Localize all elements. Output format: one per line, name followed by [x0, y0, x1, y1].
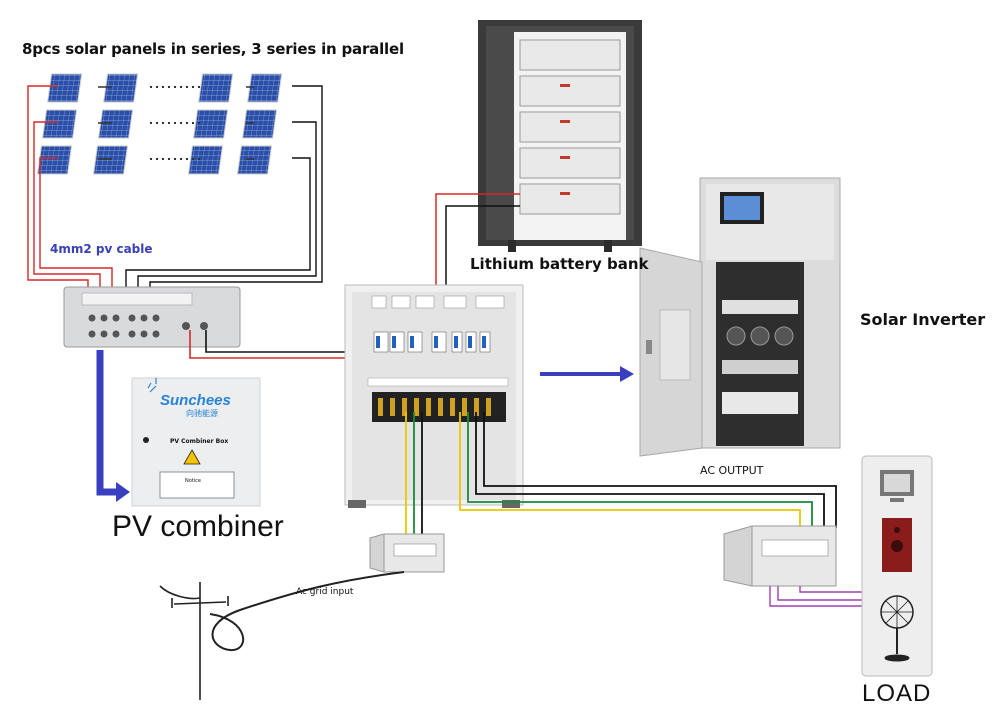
ac-distribution-box: [723, 525, 837, 587]
battery-bank-label: Lithium battery bank: [470, 255, 649, 273]
solar-panel-icon: [242, 109, 278, 139]
battery-module-icon: [519, 75, 621, 107]
pv-combiner-label: PV combiner: [112, 510, 284, 543]
ac-grid-input-label: Ac grid input: [296, 587, 354, 597]
solar-panel-icon: [92, 145, 129, 175]
fan-icon: [774, 326, 794, 346]
warning-icon: [183, 449, 201, 465]
load-panel: [861, 455, 933, 677]
solar-inverter: [639, 177, 841, 457]
pv-cable-label: 4mm2 pv cable: [50, 242, 153, 256]
ac-output-label: AC OUTPUT: [700, 464, 764, 477]
combiner-box-title: PV Combiner Box: [170, 438, 229, 445]
fan-icon: [726, 326, 746, 346]
pv-combiner-box: [63, 286, 362, 359]
solar-panel-icon: [193, 109, 229, 139]
solar-string-3: [36, 145, 273, 175]
load-label: LOAD: [862, 680, 932, 707]
grid-cable: [209, 571, 405, 652]
load-wiring: [769, 586, 864, 607]
solar-string-1: [47, 73, 283, 103]
solar-panel-icon: [198, 73, 234, 103]
fan-icon: [880, 595, 914, 662]
solar-array: [27, 73, 323, 300]
combiner-brand-cn: 向驰能源: [186, 409, 218, 418]
grid-distribution-box: [369, 533, 445, 573]
solar-panel-icon: [187, 145, 224, 175]
flow-arrowhead: [620, 366, 634, 382]
solar-panel-icon: [42, 109, 78, 139]
pv-combiner-photo: [131, 377, 261, 507]
solar-string-2: [42, 109, 278, 139]
battery-bank: [435, 20, 642, 376]
inverter-terminal-cabinet: [344, 284, 524, 508]
solar-panel-icon: [36, 145, 73, 175]
combiner-brand: Sunchees: [160, 392, 231, 409]
battery-module-icon: [519, 183, 621, 215]
battery-module-icon: [519, 147, 621, 179]
combiner-notice: Notice: [185, 478, 201, 484]
battery-module-icon: [519, 111, 621, 143]
solar-panel-icon: [103, 73, 139, 103]
battery-module-icon: [519, 39, 621, 71]
flow-arrowhead: [116, 482, 130, 502]
solar-inverter-label: Solar Inverter: [860, 310, 986, 329]
sun-logo-icon: [147, 378, 157, 393]
solar-panel-icon: [247, 73, 283, 103]
flow-arrow: [96, 350, 118, 496]
utility-pole-icon: [159, 582, 229, 700]
solar-panel-icon: [47, 73, 83, 103]
fan-icon: [750, 326, 770, 346]
solar-panel-icon: [98, 109, 134, 139]
ac-wiring: [405, 412, 837, 540]
panels-title: 8pcs solar panels in series, 3 series in…: [22, 40, 404, 58]
solar-panel-icon: [236, 145, 273, 175]
